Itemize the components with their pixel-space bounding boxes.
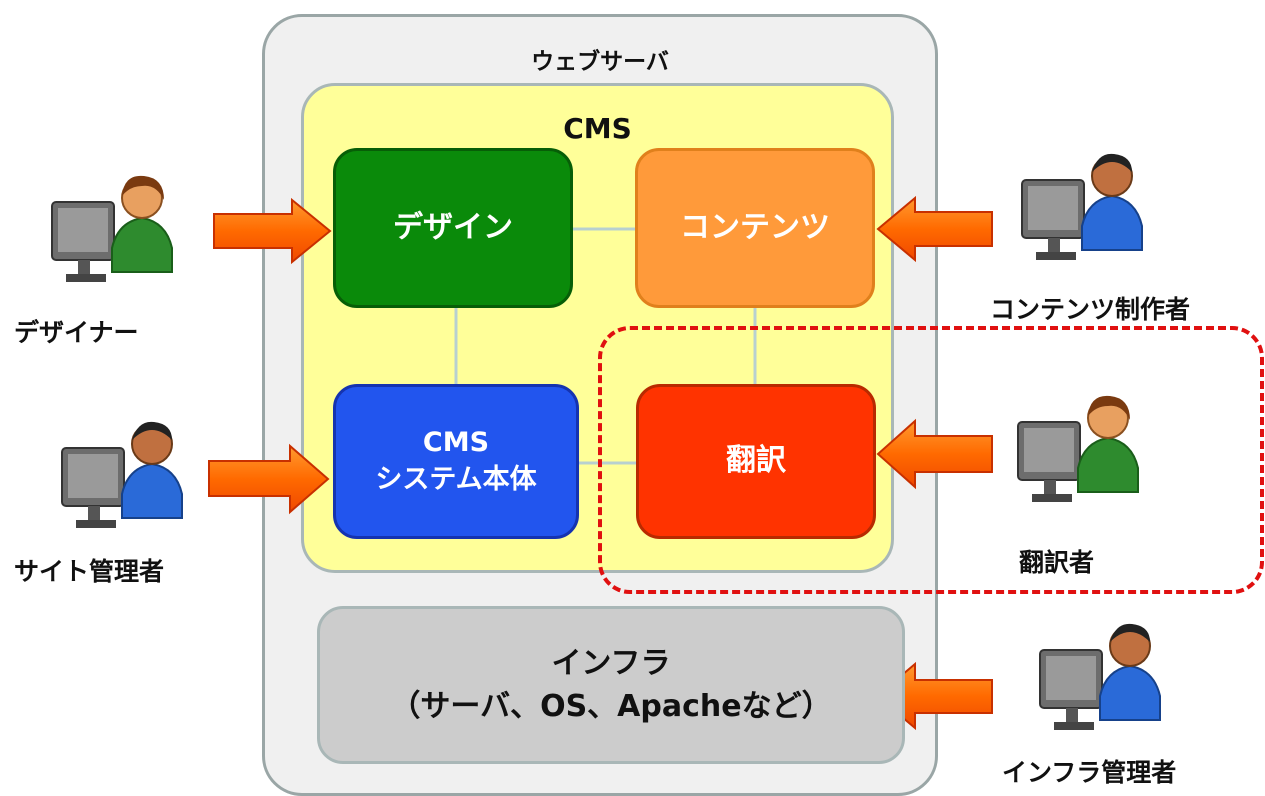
translator-label: 翻訳者 bbox=[1019, 548, 1095, 577]
contents-label: コンテンツ bbox=[680, 209, 830, 245]
content-creator-icon bbox=[1021, 153, 1143, 260]
webserver-label: ウェブサーバ bbox=[531, 49, 669, 75]
translator-icon bbox=[1017, 395, 1139, 502]
cms-system-component: CMS システム本体 bbox=[333, 384, 579, 539]
design-label: デザイン bbox=[393, 209, 513, 245]
arrow-translator-to-translation bbox=[876, 418, 993, 490]
infra-admin-label: インフラ管理者 bbox=[1002, 758, 1177, 787]
infra-label-line2: （サーバ、OS、Apacheなど） bbox=[390, 689, 832, 724]
arrow-admin-to-system bbox=[208, 443, 330, 515]
arrow-designer-to-design bbox=[213, 197, 332, 265]
infra-admin-icon bbox=[1039, 623, 1161, 730]
design-component: デザイン bbox=[333, 148, 573, 308]
translation-region-highlight bbox=[598, 326, 1264, 594]
arrow-creator-to-contents bbox=[876, 195, 993, 263]
cms-system-label-line2: システム本体 bbox=[375, 463, 537, 495]
cms-system-label-line1: CMS bbox=[422, 427, 490, 459]
cms-label: CMS bbox=[563, 112, 632, 145]
site-admin-label: サイト管理者 bbox=[14, 557, 165, 586]
infra-box: インフラ （サーバ、OS、Apacheなど） bbox=[317, 606, 905, 764]
site-admin-icon bbox=[61, 421, 183, 528]
contents-component: コンテンツ bbox=[635, 148, 875, 308]
content-creator-label: コンテンツ制作者 bbox=[990, 295, 1191, 324]
designer-label: デザイナー bbox=[14, 318, 139, 347]
infra-label-line1: インフラ bbox=[551, 645, 671, 681]
translation-label: 翻訳 bbox=[726, 443, 786, 479]
designer-icon bbox=[51, 175, 173, 282]
translation-component: 翻訳 bbox=[636, 384, 876, 539]
